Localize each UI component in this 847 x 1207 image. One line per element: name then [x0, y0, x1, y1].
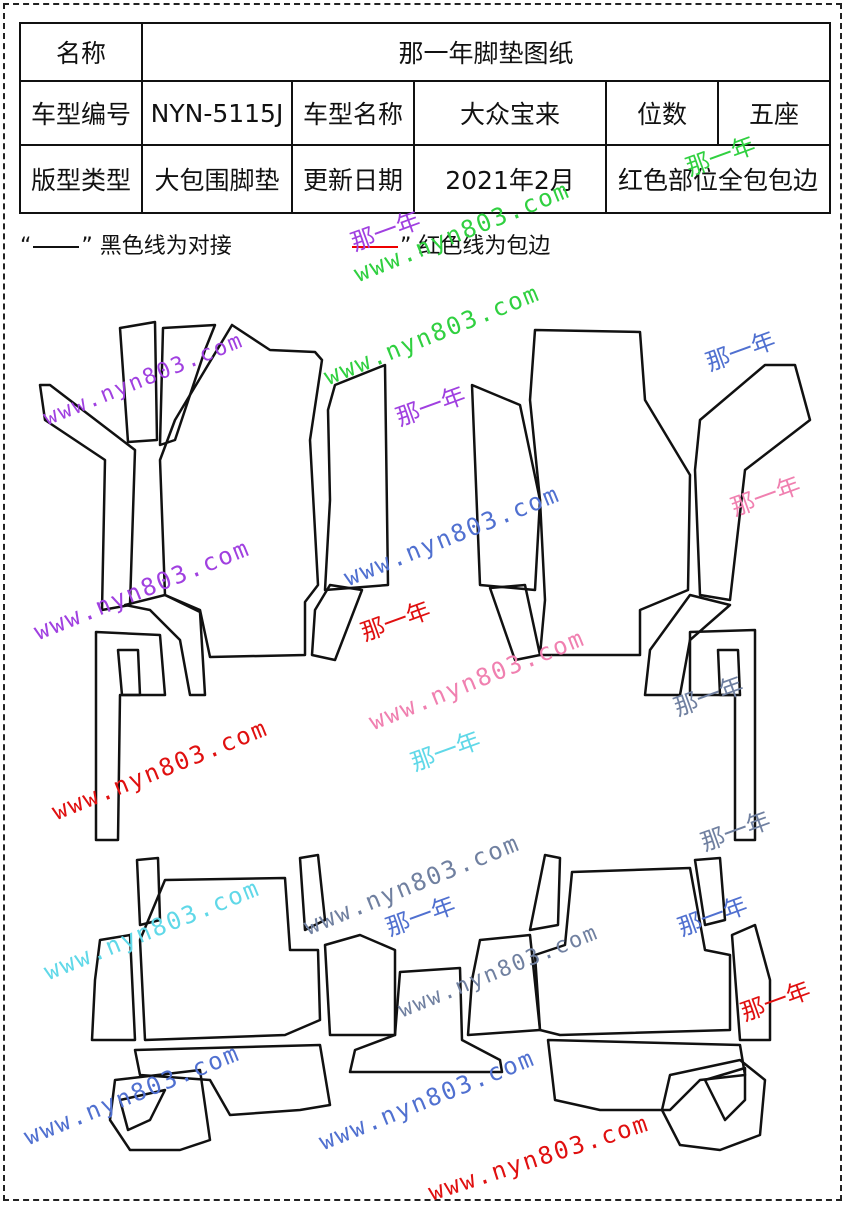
- model-no-label: 车型编号: [19, 80, 143, 146]
- mat-piece-fr-wrap: [688, 628, 757, 842]
- name-value: 那一年脚垫图纸: [140, 22, 832, 82]
- mat-piece-fr-heel: [643, 593, 732, 697]
- mat-piece-fr-wrap-inner: [716, 648, 742, 697]
- mat-piece-fr-main: [528, 328, 692, 657]
- page-border: [3, 3, 842, 1201]
- mat-piece-rl-tunnel: [323, 933, 397, 1037]
- mat-piece-fl-main: [158, 323, 324, 659]
- legend-red-text: ” 红色线为包边: [400, 234, 551, 259]
- mat-piece-fl-tunnel: [323, 363, 390, 592]
- mat-piece-center-hump: [348, 966, 504, 1074]
- note-value: 红色部位全包包边: [604, 144, 832, 214]
- mat-piece-fl-side: [38, 383, 137, 612]
- red-line-sample: [352, 246, 398, 248]
- legend-open-quote: “: [20, 234, 32, 259]
- mat-piece-rr-post: [528, 853, 562, 932]
- seats-label: 位数: [605, 80, 719, 146]
- seats-value: 五座: [716, 80, 832, 146]
- mat-piece-rl-side: [90, 933, 137, 1042]
- mat-piece-rl-main: [138, 876, 322, 1042]
- legend-red: ” 红色线为包边: [350, 228, 550, 260]
- model-name-label: 车型名称: [291, 80, 415, 146]
- type-label: 版型类型: [19, 144, 143, 214]
- mat-piece-rl-wheel-inner: [118, 1088, 167, 1132]
- mat-piece-fr-tunnel: [470, 383, 542, 592]
- mat-piece-rr-tunnel: [466, 933, 542, 1037]
- model-no-value: NYN-5115J: [141, 80, 293, 146]
- legend-black: “ ” 黑色线为对接: [20, 228, 232, 260]
- mat-piece-fl-wrap-inner: [116, 648, 142, 697]
- legend-black-text: ” 黑色线为对接: [81, 234, 232, 259]
- mat-piece-rl-post: [298, 853, 327, 932]
- mat-piece-fl-wrap: [94, 630, 167, 842]
- mat-piece-rr-wheel-inner: [703, 1066, 747, 1122]
- date-label: 更新日期: [291, 144, 415, 214]
- mat-piece-fr-side: [693, 363, 812, 602]
- mat-piece-rl-wheel: [108, 1068, 212, 1152]
- mat-piece-fl-pillar: [118, 320, 159, 444]
- mat-piece-rr-pillar: [693, 856, 727, 927]
- mat-piece-fl-corner: [310, 583, 364, 662]
- black-line-sample: [33, 246, 80, 248]
- mat-piece-rr-rear: [546, 1038, 747, 1112]
- mat-piece-rr-wheel: [660, 1058, 767, 1152]
- date-value: 2021年2月: [413, 144, 607, 214]
- mat-piece-fl-heel: [123, 593, 207, 697]
- type-value: 大包围脚垫: [141, 144, 293, 214]
- name-label: 名称: [19, 22, 143, 82]
- mat-piece-rl-pillar: [135, 856, 162, 927]
- mat-piece-fr-corner: [488, 583, 542, 662]
- mat-piece-rr-side: [730, 923, 772, 1042]
- model-name-value: 大众宝来: [413, 80, 607, 146]
- spec-table: 名称 那一年脚垫图纸 车型编号 NYN-5115J 车型名称 大众宝来 位数 五…: [19, 22, 832, 214]
- mat-piece-rr-main: [533, 866, 732, 1037]
